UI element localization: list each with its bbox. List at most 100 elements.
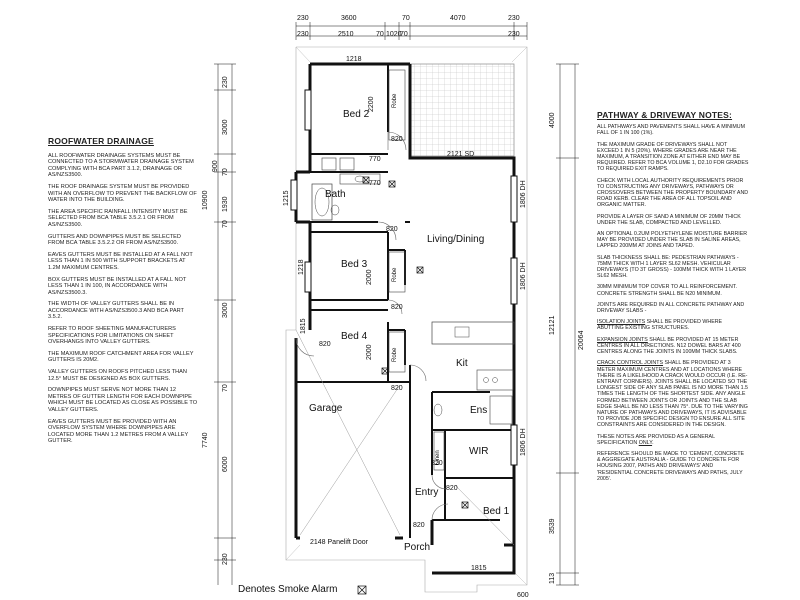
robe-bed2 [388, 69, 406, 141]
dim-820-g: 820 [446, 485, 458, 492]
alfresco-tiles [409, 63, 515, 157]
linen-shelf [433, 431, 445, 471]
pathway-reference: REFERENCE SHOULD BE MADE TO 'CEMENT, CON… [597, 450, 745, 482]
isolation-head: ISOLATION JOINTS [597, 319, 646, 326]
pathway-general: THESE NOTES ARE PROVIDED AS A GENERAL SP… [597, 434, 749, 446]
room-ens: Ens [470, 405, 488, 416]
dim-820-c: 820 [391, 304, 403, 311]
dim-right-4: 113 [549, 572, 556, 584]
smoke-alarms [357, 176, 469, 595]
roofwater-p1: ALL ROOFWATER DRAINAGE SYSTEMS MUST BE C… [48, 152, 194, 179]
dim-top-3: 70 [402, 15, 410, 22]
dim-top2-1: 230 [297, 31, 309, 38]
dim-top-2: 3600 [341, 15, 357, 22]
bath-tub [311, 183, 333, 221]
dim-top-4: 4070 [450, 15, 466, 22]
dim-top2-5: 70 [400, 31, 408, 38]
room-bed1: Bed 1 [483, 506, 510, 517]
dim-1815: 1815 [300, 318, 307, 334]
dim-820-f: 820 [431, 460, 443, 467]
kitchen-island [431, 321, 515, 345]
label-robe-bed2: Robe [392, 93, 398, 108]
dim-garage-door: 2148 Panelift Door [310, 539, 368, 546]
dim-left-7: 3000 [222, 302, 229, 318]
crack-text: SHALL BE PROVIDED AT 3 METER MAXIMUM CEN… [597, 360, 749, 429]
dim-right-3: 3539 [549, 518, 556, 534]
roofwater-p8: REFER TO ROOF SHEETING MANUFACTURERS SPE… [48, 326, 176, 346]
dim-bed3-w: 1218 [298, 259, 305, 275]
bed1-hips [454, 484, 515, 546]
roofwater-p7: THE WIDTH OF VALLEY GUTTERS SHALL BE IN … [48, 301, 184, 321]
dim-top2-6: 230 [508, 31, 520, 38]
dim-820-e: 820 [391, 385, 403, 392]
dim-right-1: 4000 [549, 112, 556, 128]
dim-sliding-door: 2121 SD [447, 151, 475, 158]
pathway-p4: PROVIDE A LAYER OF SAND A MINIMUM OF 20m… [597, 213, 741, 226]
pathway-p7: 30mm MINIMUM TOP COVER TO ALL REINFORCEM… [597, 284, 737, 297]
roofwater-p3: THE AREA SPECIFIC RAINFALL INTENSITY MUS… [48, 208, 188, 228]
general-post: . [652, 439, 654, 446]
roofwater-p11: DOWNPIPES MUST SERVE NOT MORE THAN 12 ME… [48, 387, 198, 413]
dim-right-2: 12121 [549, 315, 556, 335]
dim-left-overall-upper: 10900 [202, 190, 209, 210]
dim-left-6: 70 [222, 220, 229, 228]
label-linen: Linen [435, 450, 441, 465]
smoke-alarm-legend: Denotes Smoke Alarm [238, 584, 338, 595]
dim-820-h: 820 [413, 522, 425, 529]
pathway-p2: THE MAXIMUM GRADE OF DRIVEWAYS SHALL NOT… [597, 141, 749, 173]
dim-820-a: 820 [391, 136, 403, 143]
dim-top2-4: 1020 [386, 31, 402, 38]
garage-diagonals [295, 329, 401, 536]
room-kit: Kit [456, 358, 468, 369]
dim-left-2: 3000 [222, 119, 229, 135]
dim-left-9: 6000 [222, 456, 229, 472]
dim-1815-b: 1815 [471, 565, 487, 572]
pathway-p5: AN OPTIONAL 0.2um POLYETHYLENE MOISTURE … [597, 231, 748, 250]
room-entry: Entry [415, 487, 439, 498]
dim-left-3: 900 [212, 160, 219, 172]
dim-top2-3: 70 [376, 31, 384, 38]
roofwater-p4: GUTTERS AND DOWNPIPES MUST BE SELECTED F… [48, 233, 181, 247]
roofwater-p9: THE MAXIMUM ROOF CATCHMENT AREA FOR VALL… [48, 350, 194, 364]
window-dim-2: 1806 DH [520, 262, 527, 290]
pathway-expansion: EXPANSION JOINTS SHALL BE PROVIDED AT 15… [597, 337, 749, 356]
pathway-title: PATHWAY & DRIVEWAY NOTES: [597, 110, 733, 120]
roofwater-p2: THE ROOF DRAINAGE SYSTEM MUST BE PROVIDE… [48, 183, 197, 204]
windows [290, 89, 518, 466]
room-bed2: Bed 2 [343, 109, 370, 120]
dimension-lines [214, 22, 579, 586]
dim-bed2-width: 1218 [346, 56, 362, 63]
expansion-text: SHALL BE PROVIDED AT 15 METER CENTRES IN… [597, 336, 741, 356]
general-only: ONLY [638, 439, 653, 446]
pathway-notes: PATHWAY & DRIVEWAY NOTES: ALL PATHWAYS A… [597, 110, 749, 487]
label-robe-bed4: Robe [392, 347, 398, 362]
roofwater-title: ROOFWATER DRAINAGE [48, 136, 154, 146]
window-dim-1: 1806 DH [520, 180, 527, 208]
robe-bed4 [388, 331, 406, 373]
dim-770-a: 770 [369, 156, 381, 163]
dim-left-5: 1930 [222, 196, 229, 212]
roofwater-p10: VALLEY GUTTERS ON ROOFS PITCHED LESS THA… [48, 369, 187, 382]
room-wir: WIR [469, 446, 489, 457]
dim-left-10: 230 [222, 553, 229, 565]
dim-top2-2: 2510 [338, 31, 354, 38]
dim-left-8: 70 [222, 384, 229, 392]
pathway-p8: JOINTS ARE REQUIRED IN ALL CONCRETE PATH… [597, 301, 745, 315]
pathway-p1: ALL PATHWAYS AND PAVEMENTS SHALL HAVE A … [597, 124, 746, 137]
window-dim-3: 1806 DH [520, 428, 527, 456]
dim-left-1: 230 [222, 76, 229, 88]
expansion-head: EXPANSION JOINTS [597, 336, 648, 343]
robe-bed3 [388, 251, 406, 293]
dim-bath-h: 1215 [283, 190, 290, 206]
dim-top-1: 230 [297, 15, 309, 22]
dim-770-b: 770 [369, 180, 381, 187]
roofwater-p5: EAVES GUTTERS MUST BE INSTALLED AT A FAL… [48, 251, 193, 271]
dim-left-4: 70 [222, 168, 229, 176]
pathway-crack: CRACK CONTROL JOINTS SHALL BE PROVIDED A… [597, 360, 749, 428]
dim-left-overall-lower: 7740 [202, 432, 209, 448]
dim-right-overall: 20064 [578, 330, 585, 350]
pathway-isolation: ISOLATION JOINTS SHALL BE PROVIDED WHERE… [597, 319, 749, 331]
dim-820-d: 820 [319, 341, 331, 348]
room-porch: Porch [404, 542, 431, 553]
